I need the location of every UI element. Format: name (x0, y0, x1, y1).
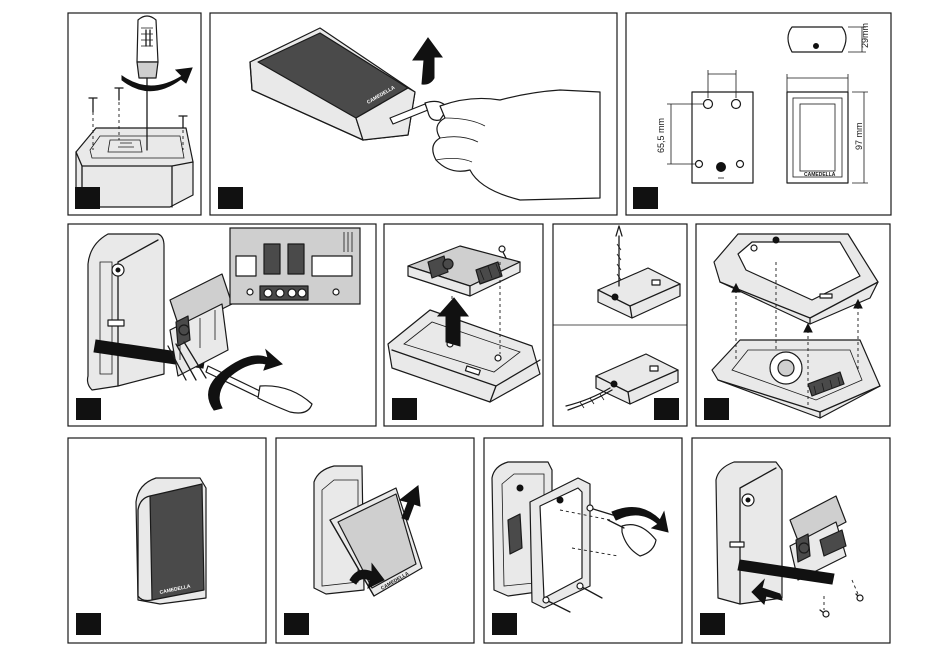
panel-2-cover-removal: CAMEDELLA (210, 13, 617, 215)
panel-10-wall-fixing (484, 438, 682, 643)
step-marker-9 (284, 613, 309, 635)
brand-text-front: CAMEDELLA (804, 172, 836, 178)
terminal-inset (230, 228, 360, 304)
panel-9-cover-closing: CAMEDELLA (276, 438, 474, 643)
dim-width: 65,5 mm (656, 118, 666, 153)
panel-3-dimensions: 29mm 65,5 mm CAMEDELLA 97 mm (626, 13, 891, 215)
panel-7-frame-fitting (696, 224, 890, 426)
panel-5-board-insertion (384, 224, 543, 426)
step-marker-6 (654, 398, 679, 420)
dim-height: 97 mm (854, 122, 864, 150)
panel-6-drilling (553, 224, 687, 426)
panel-8-assembled: CAMEDELLA (68, 438, 266, 643)
step-marker-8 (76, 613, 101, 635)
panel-11-cable-insertion (692, 438, 890, 643)
step-marker-10 (492, 613, 517, 635)
step-marker-7 (704, 398, 729, 420)
step-marker-3 (633, 187, 658, 209)
step-marker-4 (76, 398, 101, 420)
step-marker-11 (700, 613, 725, 635)
step-marker-5 (392, 398, 417, 420)
panel-4-wiring (68, 224, 376, 426)
dim-height-top: 29mm (860, 23, 870, 48)
step-marker-2 (218, 187, 243, 209)
step-marker-1 (75, 187, 100, 209)
panel-1-screw-mounting (68, 13, 201, 215)
